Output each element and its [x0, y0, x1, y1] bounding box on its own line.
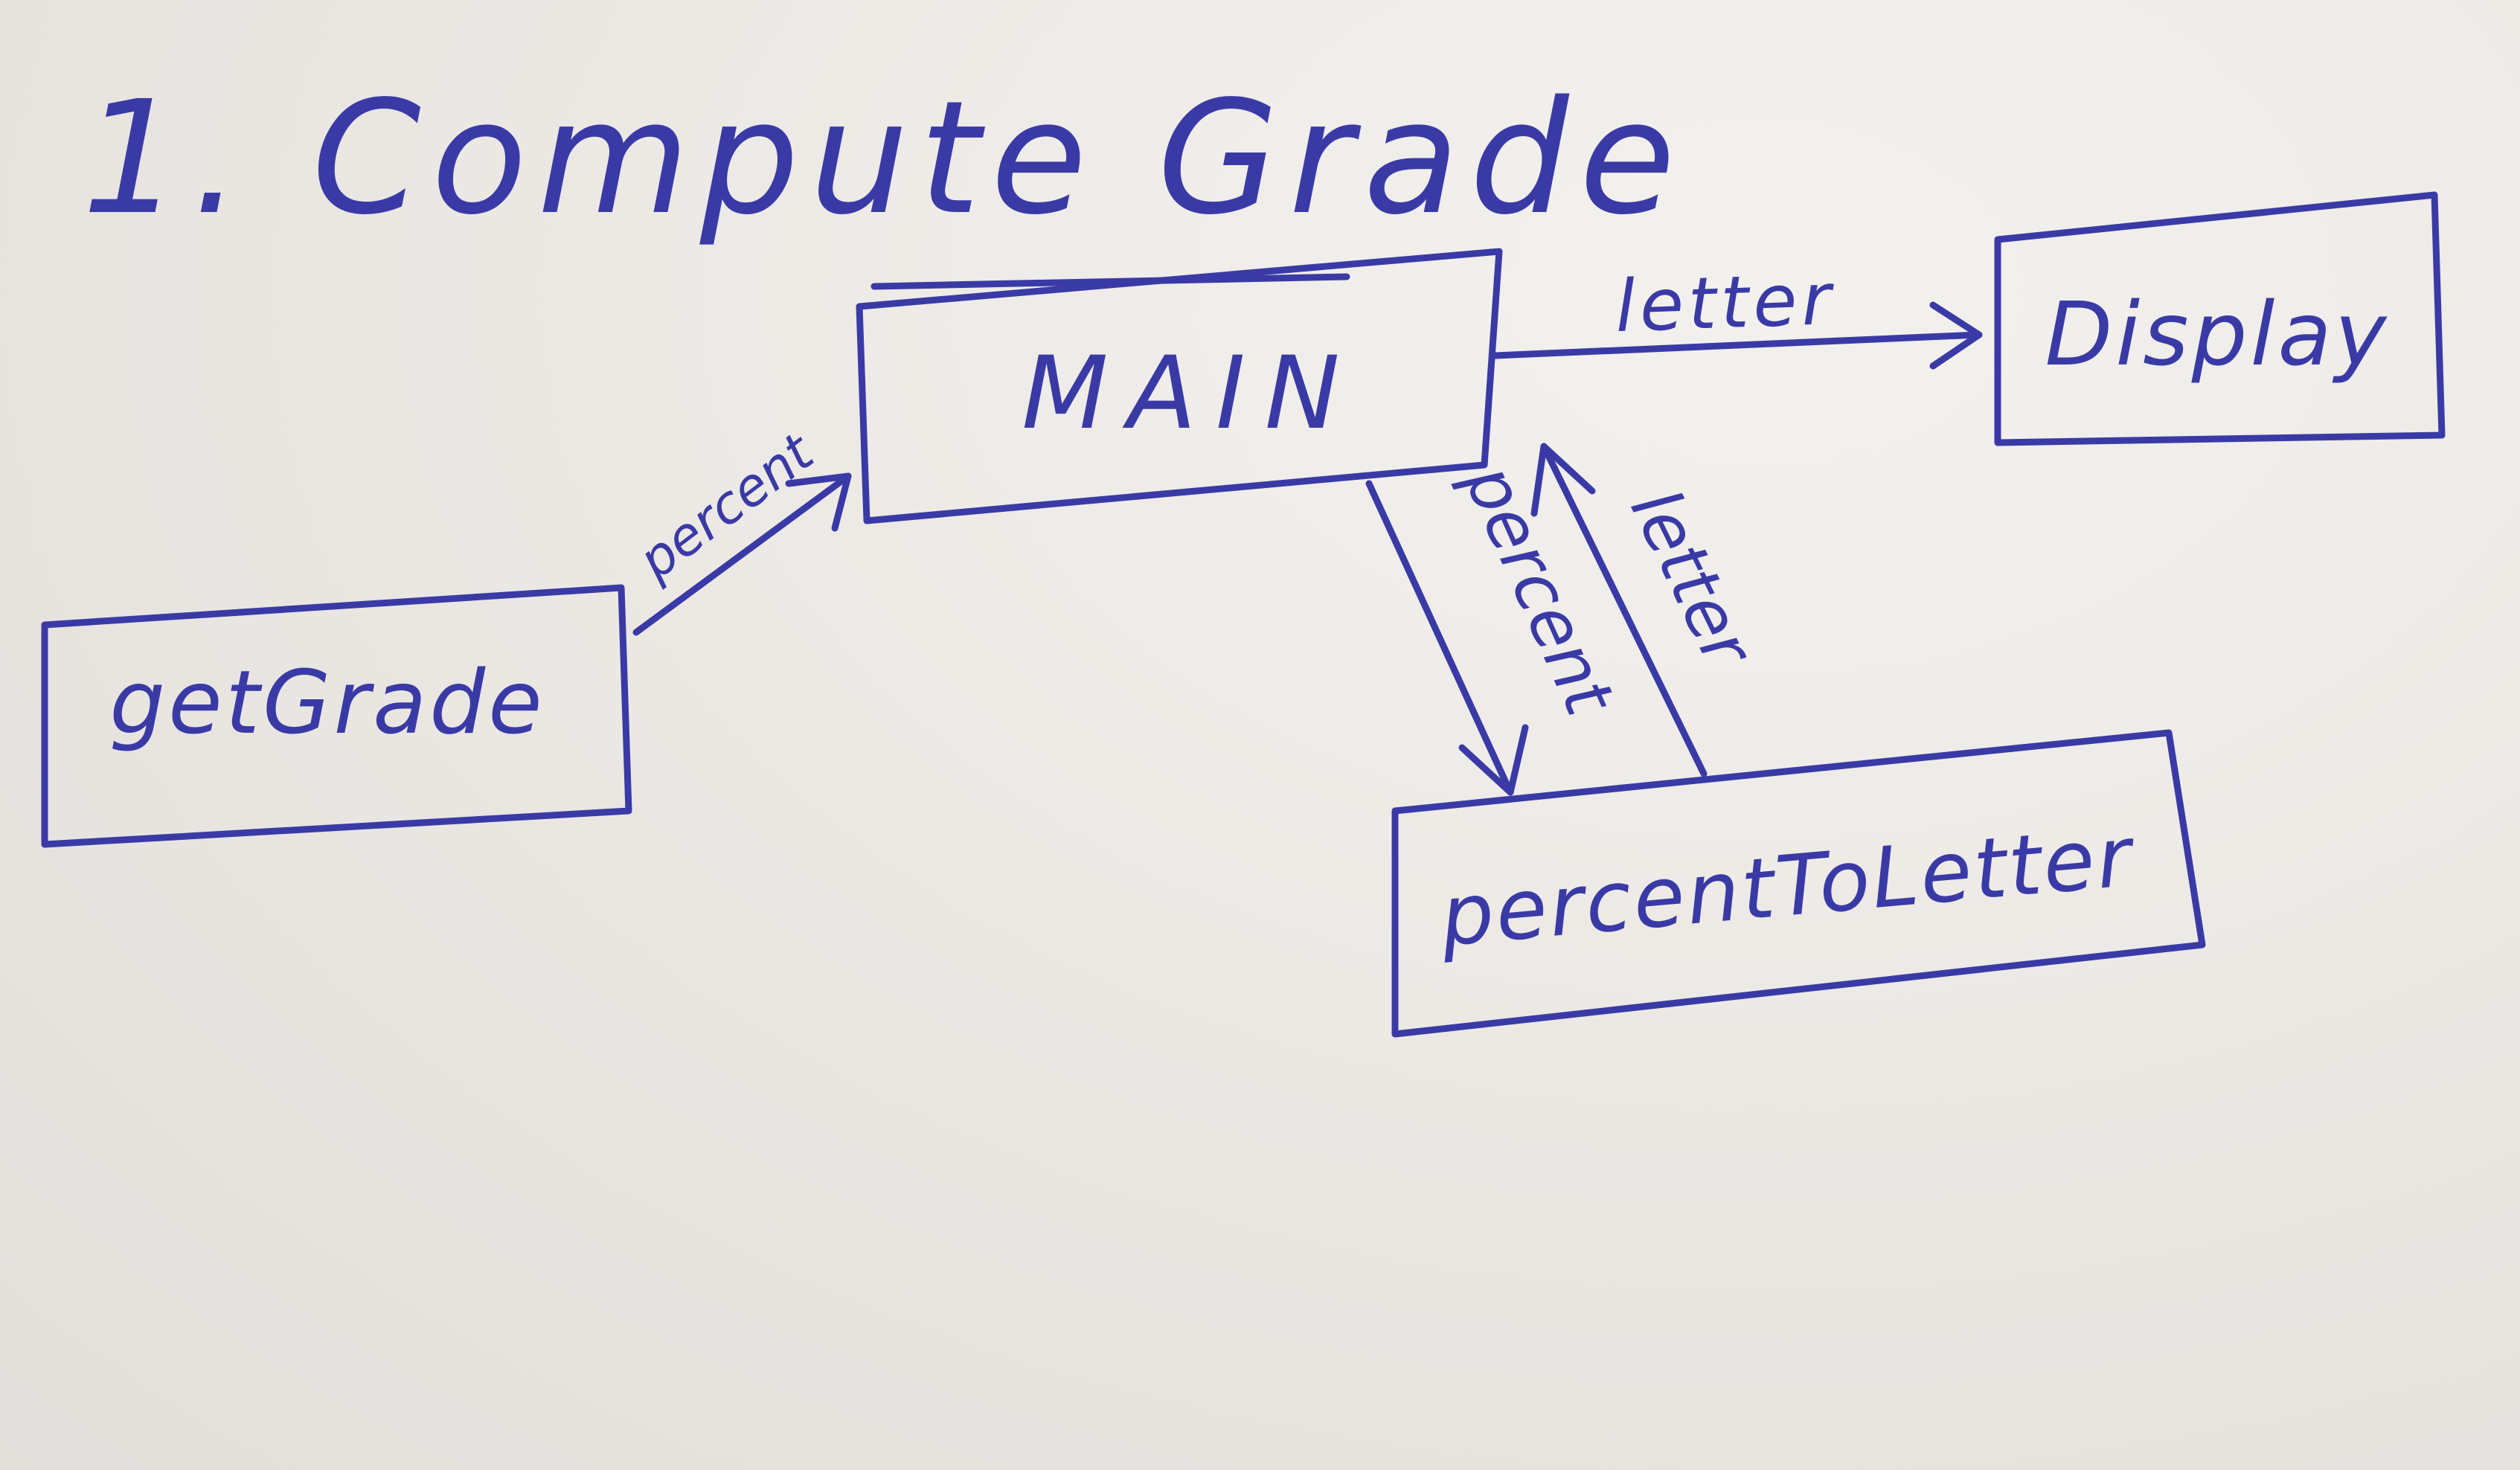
node-display: Display: [1994, 191, 2446, 446]
diagram-title: 1. Compute Grade: [82, 67, 1686, 249]
edge-ptl-to-main-label: letter: [1615, 477, 1769, 681]
node-main: MAIN: [856, 248, 1503, 524]
edge-main-to-ptl-arrowhead: [1458, 724, 1529, 796]
edge-ptl-to-main-arrowhead: [1530, 443, 1596, 517]
edge-main-to-display-line: [1492, 331, 1983, 359]
node-main-box: [856, 248, 1503, 524]
node-display-box: [1994, 191, 2446, 446]
edge-main-to-display: letter: [1492, 257, 1983, 370]
edge-getgrade-to-main-line: [632, 472, 852, 636]
edge-getgrade-to-main: percent: [626, 420, 852, 636]
edge-main-to-ptl-line: [1365, 480, 1514, 796]
edge-main-to-display-arrowhead: [1929, 301, 1983, 370]
edge-getgrade-to-main-arrowhead: [785, 472, 852, 532]
node-get-grade: getGrade: [41, 584, 632, 848]
node-get-grade-label: getGrade: [109, 651, 545, 754]
edge-ptl-to-main-line: [1540, 443, 1708, 777]
node-get-grade-box: [41, 584, 632, 848]
node-percent-to-letter-label: percentToLetter: [1436, 808, 2139, 965]
node-main-overline: [871, 273, 1350, 290]
edge-main-to-ptl: percent: [1365, 452, 1630, 796]
edge-main-to-display-label: letter: [1614, 257, 1836, 348]
node-display-label: Display: [2045, 283, 2390, 385]
node-main-label: MAIN: [1022, 335, 1359, 452]
node-percent-to-letter-box: [1391, 729, 2206, 1038]
